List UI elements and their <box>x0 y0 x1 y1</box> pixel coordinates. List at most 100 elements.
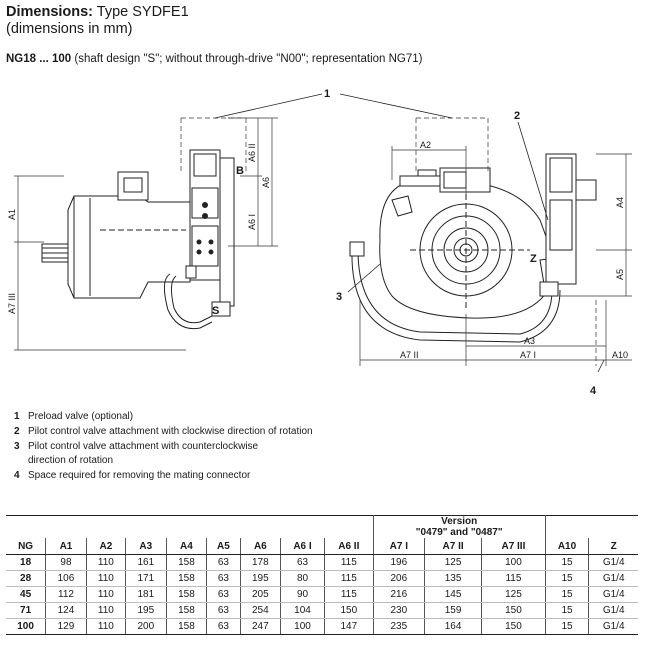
table-cell: 115 <box>481 570 546 587</box>
title-units: (dimensions in mm) <box>6 21 133 37</box>
table-cell: 216 <box>372 586 425 603</box>
version-line1: Version <box>441 516 478 527</box>
note-number: 4 <box>14 470 20 482</box>
table-cell: 150 <box>323 602 374 619</box>
column-header: A1 <box>45 538 87 555</box>
version-line2: "0479" and "0487" <box>415 527 503 538</box>
table-cell: 247 <box>239 618 281 635</box>
table-cell: 15 <box>544 554 589 571</box>
port-b-label: B <box>236 165 244 177</box>
table-cell: 158 <box>165 618 207 635</box>
note-number: 2 <box>14 425 20 437</box>
note-text: Pilot control valve attachment with coun… <box>28 440 259 467</box>
table-cell: 135 <box>423 570 482 587</box>
title-bold: Dimensions: <box>6 4 94 20</box>
table-version-row: Version"0479" and "0487" <box>6 515 638 538</box>
table-cell: 98 <box>45 554 87 571</box>
table-cell: 15 <box>544 602 589 619</box>
column-header: A3 <box>125 538 167 555</box>
table-cell: 110 <box>85 618 126 635</box>
table-cell: 63 <box>206 602 241 619</box>
table-cell: 161 <box>125 554 167 571</box>
table-cell: 15 <box>544 570 589 587</box>
table-cell: 150 <box>481 618 546 635</box>
table-cell: G1/4 <box>588 570 638 587</box>
dim-a7i-label: A7 I <box>520 350 536 360</box>
table-cell: 15 <box>544 586 589 603</box>
table-cell: 181 <box>125 586 167 603</box>
table-cell: 206 <box>372 570 425 587</box>
dim-a5-label: A5 <box>615 269 625 280</box>
ng-cell: 45 <box>6 586 46 603</box>
table-cell: G1/4 <box>588 602 638 619</box>
subtitle-rest: (shaft design "S"; without through-drive… <box>71 53 423 65</box>
table-cell: 115 <box>323 586 374 603</box>
column-header: A10 <box>544 538 589 555</box>
port-s-label: S <box>212 305 219 317</box>
callout-3: 3 <box>336 291 342 303</box>
column-header: A5 <box>206 538 241 555</box>
table-cell: 230 <box>372 602 425 619</box>
column-header: A6 <box>239 538 281 555</box>
table-cell: 110 <box>85 554 126 571</box>
table-cell: 125 <box>423 554 482 571</box>
dim-a2-label: A2 <box>420 140 431 150</box>
subtitle-bold: NG18 ... 100 <box>6 53 72 65</box>
table-cell: 196 <box>372 554 425 571</box>
column-header: A7 III <box>481 538 546 555</box>
note-item: 2 Pilot control valve attachment with clo… <box>14 425 348 440</box>
side-view-pump <box>41 149 235 330</box>
table-cell: 63 <box>206 586 241 603</box>
callout-1: 1 <box>324 88 330 100</box>
table-cell: 129 <box>45 618 87 635</box>
page-title: Dimensions: Type SYDFE1 (dimensions in m… <box>6 4 189 38</box>
note-text: Space required for removing the mating c… <box>28 470 251 482</box>
table-cell: 112 <box>45 586 87 603</box>
table-cell: 147 <box>323 618 374 635</box>
ng-cell: 28 <box>6 570 46 587</box>
column-header: A6 I <box>280 538 325 555</box>
front-view-pump <box>349 153 597 343</box>
column-header: NG <box>6 538 46 555</box>
table-cell: 171 <box>125 570 167 587</box>
table-cell: 63 <box>206 618 241 635</box>
dim-a6ii-label: A6 II <box>247 143 257 162</box>
ng-cell: 100 <box>6 618 46 635</box>
table-cell: 15 <box>544 618 589 635</box>
table-cell: 195 <box>239 570 281 587</box>
ng-cell: 18 <box>6 554 46 571</box>
ng-cell: 71 <box>6 602 46 619</box>
table-cell: 115 <box>323 554 374 571</box>
table-cell: 164 <box>423 618 482 635</box>
note-item: 4 Space required for removing the mating … <box>14 469 348 484</box>
dimension-drawing: 1 2 3 4 B S Z A1 A7 III A6 A6 I A6 II A2… <box>7 88 632 397</box>
table-cell: 150 <box>481 602 546 619</box>
table-cell: 100 <box>280 618 325 635</box>
column-header: Z <box>588 538 638 555</box>
column-header: A7 I <box>372 538 425 555</box>
table-cell: 158 <box>165 602 207 619</box>
table-cell: 158 <box>165 554 207 571</box>
table-cell: 63 <box>280 554 325 571</box>
version-header: Version"0479" and "0487" <box>372 515 546 538</box>
column-header: A2 <box>85 538 126 555</box>
note-text: Pilot control valve attachment with cloc… <box>28 425 313 437</box>
table-cell: G1/4 <box>588 554 638 571</box>
table-cell: 145 <box>423 586 482 603</box>
dim-a6i-label: A6 I <box>247 214 257 230</box>
callout-4: 4 <box>590 385 597 397</box>
dim-a6-label: A6 <box>261 177 271 188</box>
dim-a3-label: A3 <box>524 336 535 346</box>
note-text: Preload valve (optional) <box>28 411 134 422</box>
table-cell: 110 <box>85 602 126 619</box>
table-cell: 125 <box>481 586 546 603</box>
